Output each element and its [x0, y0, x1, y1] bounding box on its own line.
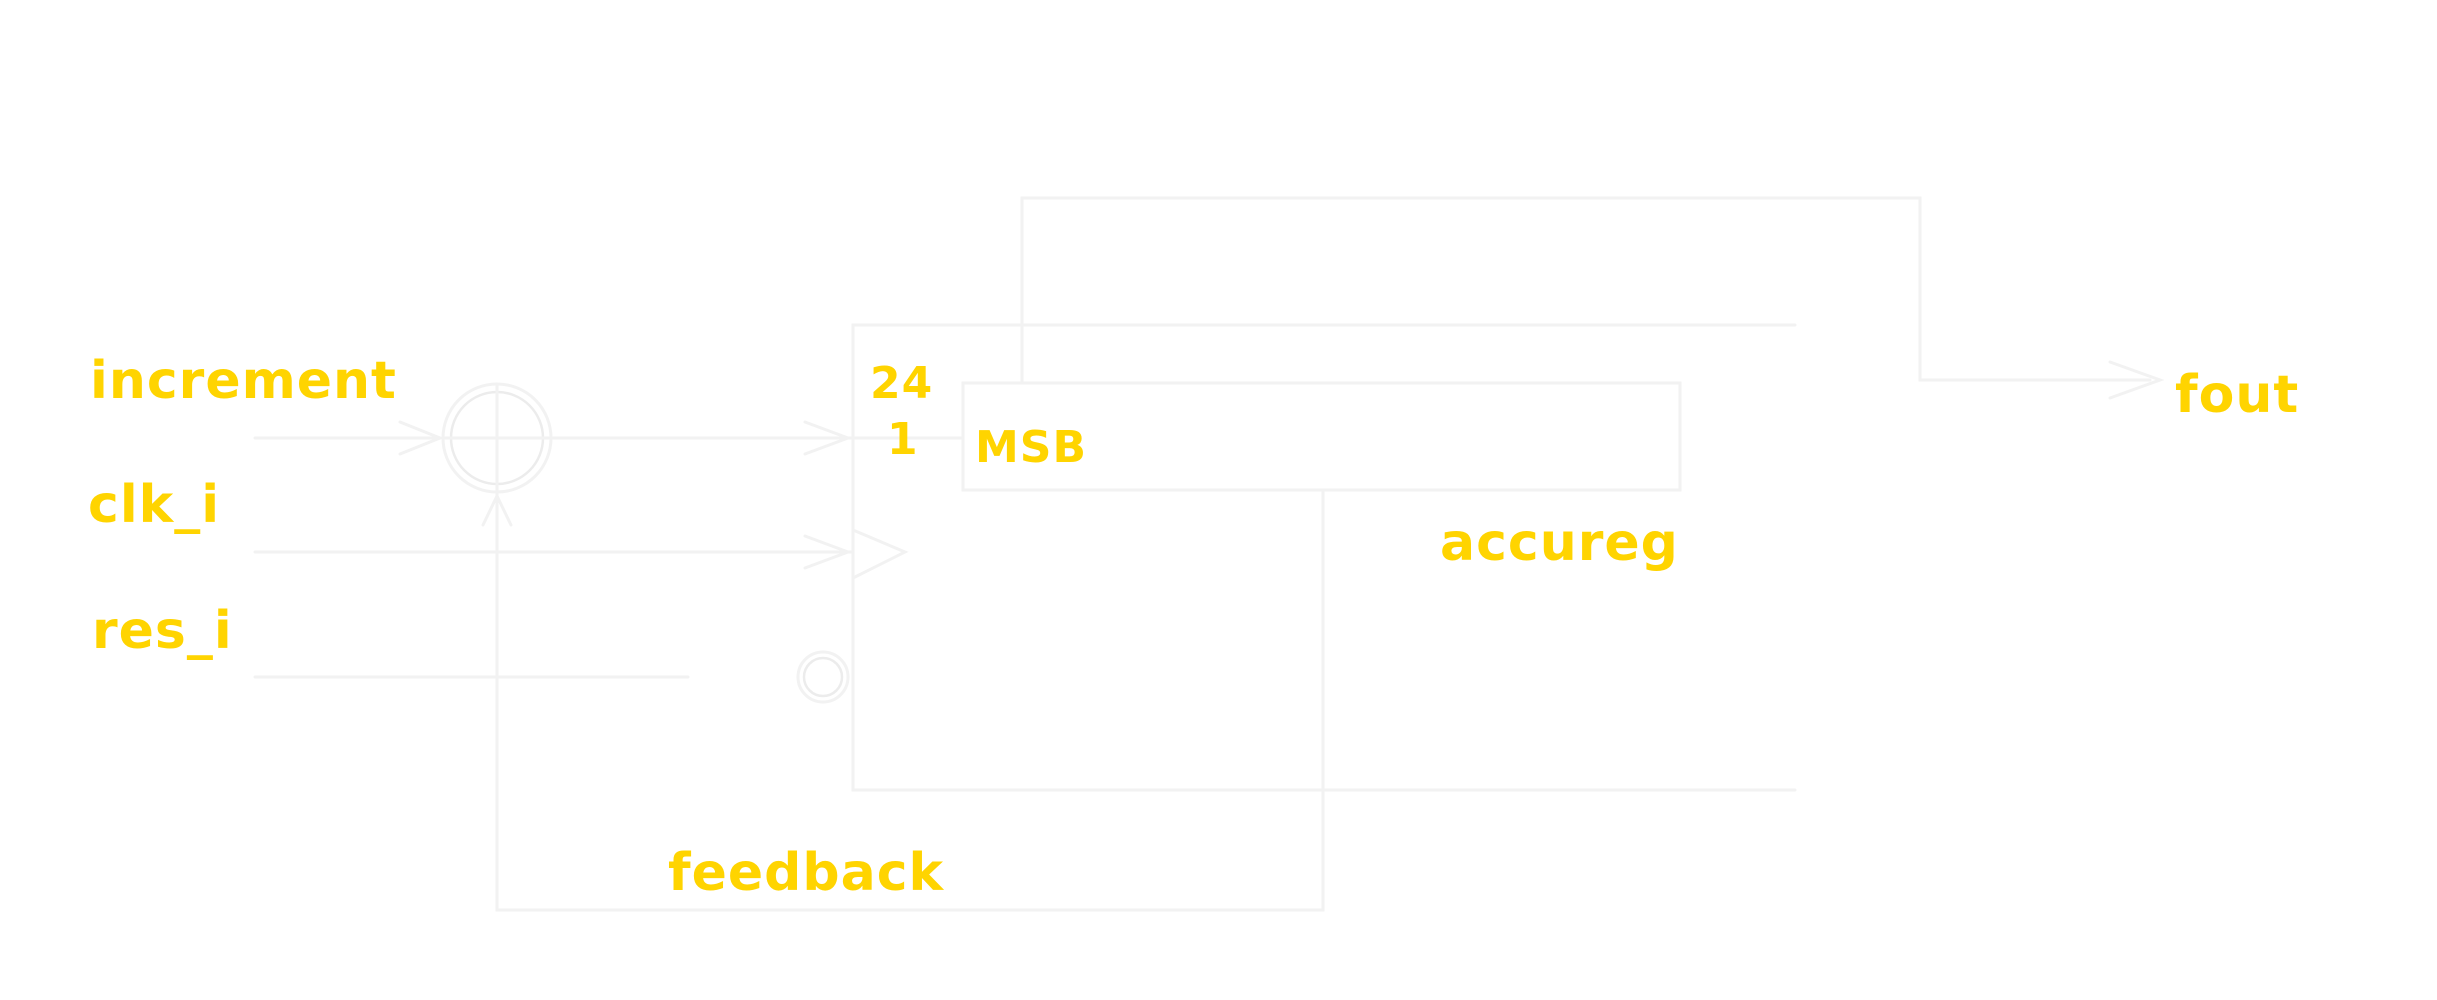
- label-width: 24: [870, 358, 933, 409]
- msb-field: [961, 381, 1682, 492]
- label-bit: 1: [887, 414, 919, 465]
- clock-input-icon: [851, 528, 909, 580]
- clk-arrow-icon: [803, 534, 853, 570]
- feedback-wire: [495, 488, 1325, 912]
- increment-arrow-icon: [253, 420, 445, 456]
- label-increment: increment: [90, 351, 397, 411]
- label-feedback: feedback: [668, 843, 945, 903]
- label-msb: MSB: [975, 422, 1087, 473]
- label-res: res_i: [92, 601, 233, 661]
- feedback-arrow-icon: [481, 492, 513, 527]
- msb-output-wire: [1020, 196, 2152, 385]
- reset-bubble-icon: [796, 650, 850, 704]
- sum-arrow-icon: [803, 420, 853, 456]
- label-clk: clk_i: [88, 475, 220, 535]
- label-output: fout: [2175, 365, 2299, 425]
- adder-icon: [441, 382, 553, 494]
- label-register: accureg: [1440, 513, 1679, 573]
- fout-arrow-icon: [2108, 360, 2165, 400]
